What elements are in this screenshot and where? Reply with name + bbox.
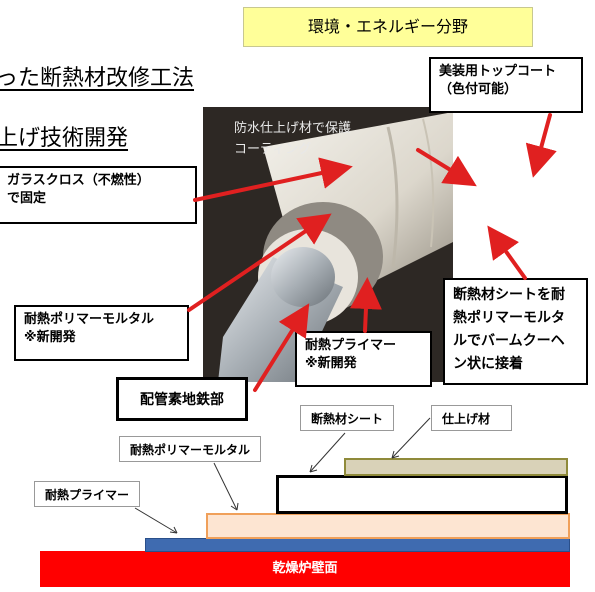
label-finish: 仕上げ材 — [431, 405, 512, 431]
callout-insulation-sheet: 断熱材シートを耐 熱ポリマーモルタ ルでバームクーヘ ン状に接着 — [443, 278, 588, 385]
callout-pipe-base: 配管素地鉄部 — [116, 377, 248, 421]
polymer-mortar-layer — [206, 513, 570, 539]
arrow-pipe-base — [253, 303, 310, 392]
arrow-polymer-mortar — [187, 213, 332, 312]
label-polymer-mortar: 耐熱ポリマーモルタル — [119, 436, 262, 462]
callout-primer: 耐熱プライマー ※新開発 — [295, 331, 432, 387]
page-title-line2: 上げ技術開発 — [0, 126, 129, 151]
finish-layer — [344, 458, 568, 476]
arrow-waterproof — [416, 148, 477, 187]
callout-polymer-mortar: 耐熱ポリマーモルタル ※新開発 — [14, 305, 189, 361]
insulation-sheet-layer — [276, 475, 568, 514]
arrow-insulation-sheet — [487, 225, 527, 280]
arrow-glasscloth — [193, 157, 353, 202]
callout-glasscloth: ガラスクロス（不燃性） で固定 — [0, 166, 197, 224]
dryer-wall-layer: 乾燥炉壁面 — [40, 551, 570, 587]
label-primer: 耐熱プライマー — [34, 481, 141, 507]
page-title-line1: った断熱材改修工法 — [0, 66, 195, 91]
label-insulation-sheet: 断熱材シート — [300, 405, 395, 431]
callout-waterproof: 防水仕上げ材で保護 コーティング — [234, 121, 352, 157]
dryer-wall-label: 乾燥炉壁面 — [272, 561, 338, 576]
callout-topcoat: 美装用トップコート （色付可能） — [429, 57, 583, 113]
category-tag: 環境・エネルギー分野 — [243, 7, 533, 47]
arrow-primer — [349, 277, 382, 333]
arrow-topcoat — [525, 113, 557, 178]
